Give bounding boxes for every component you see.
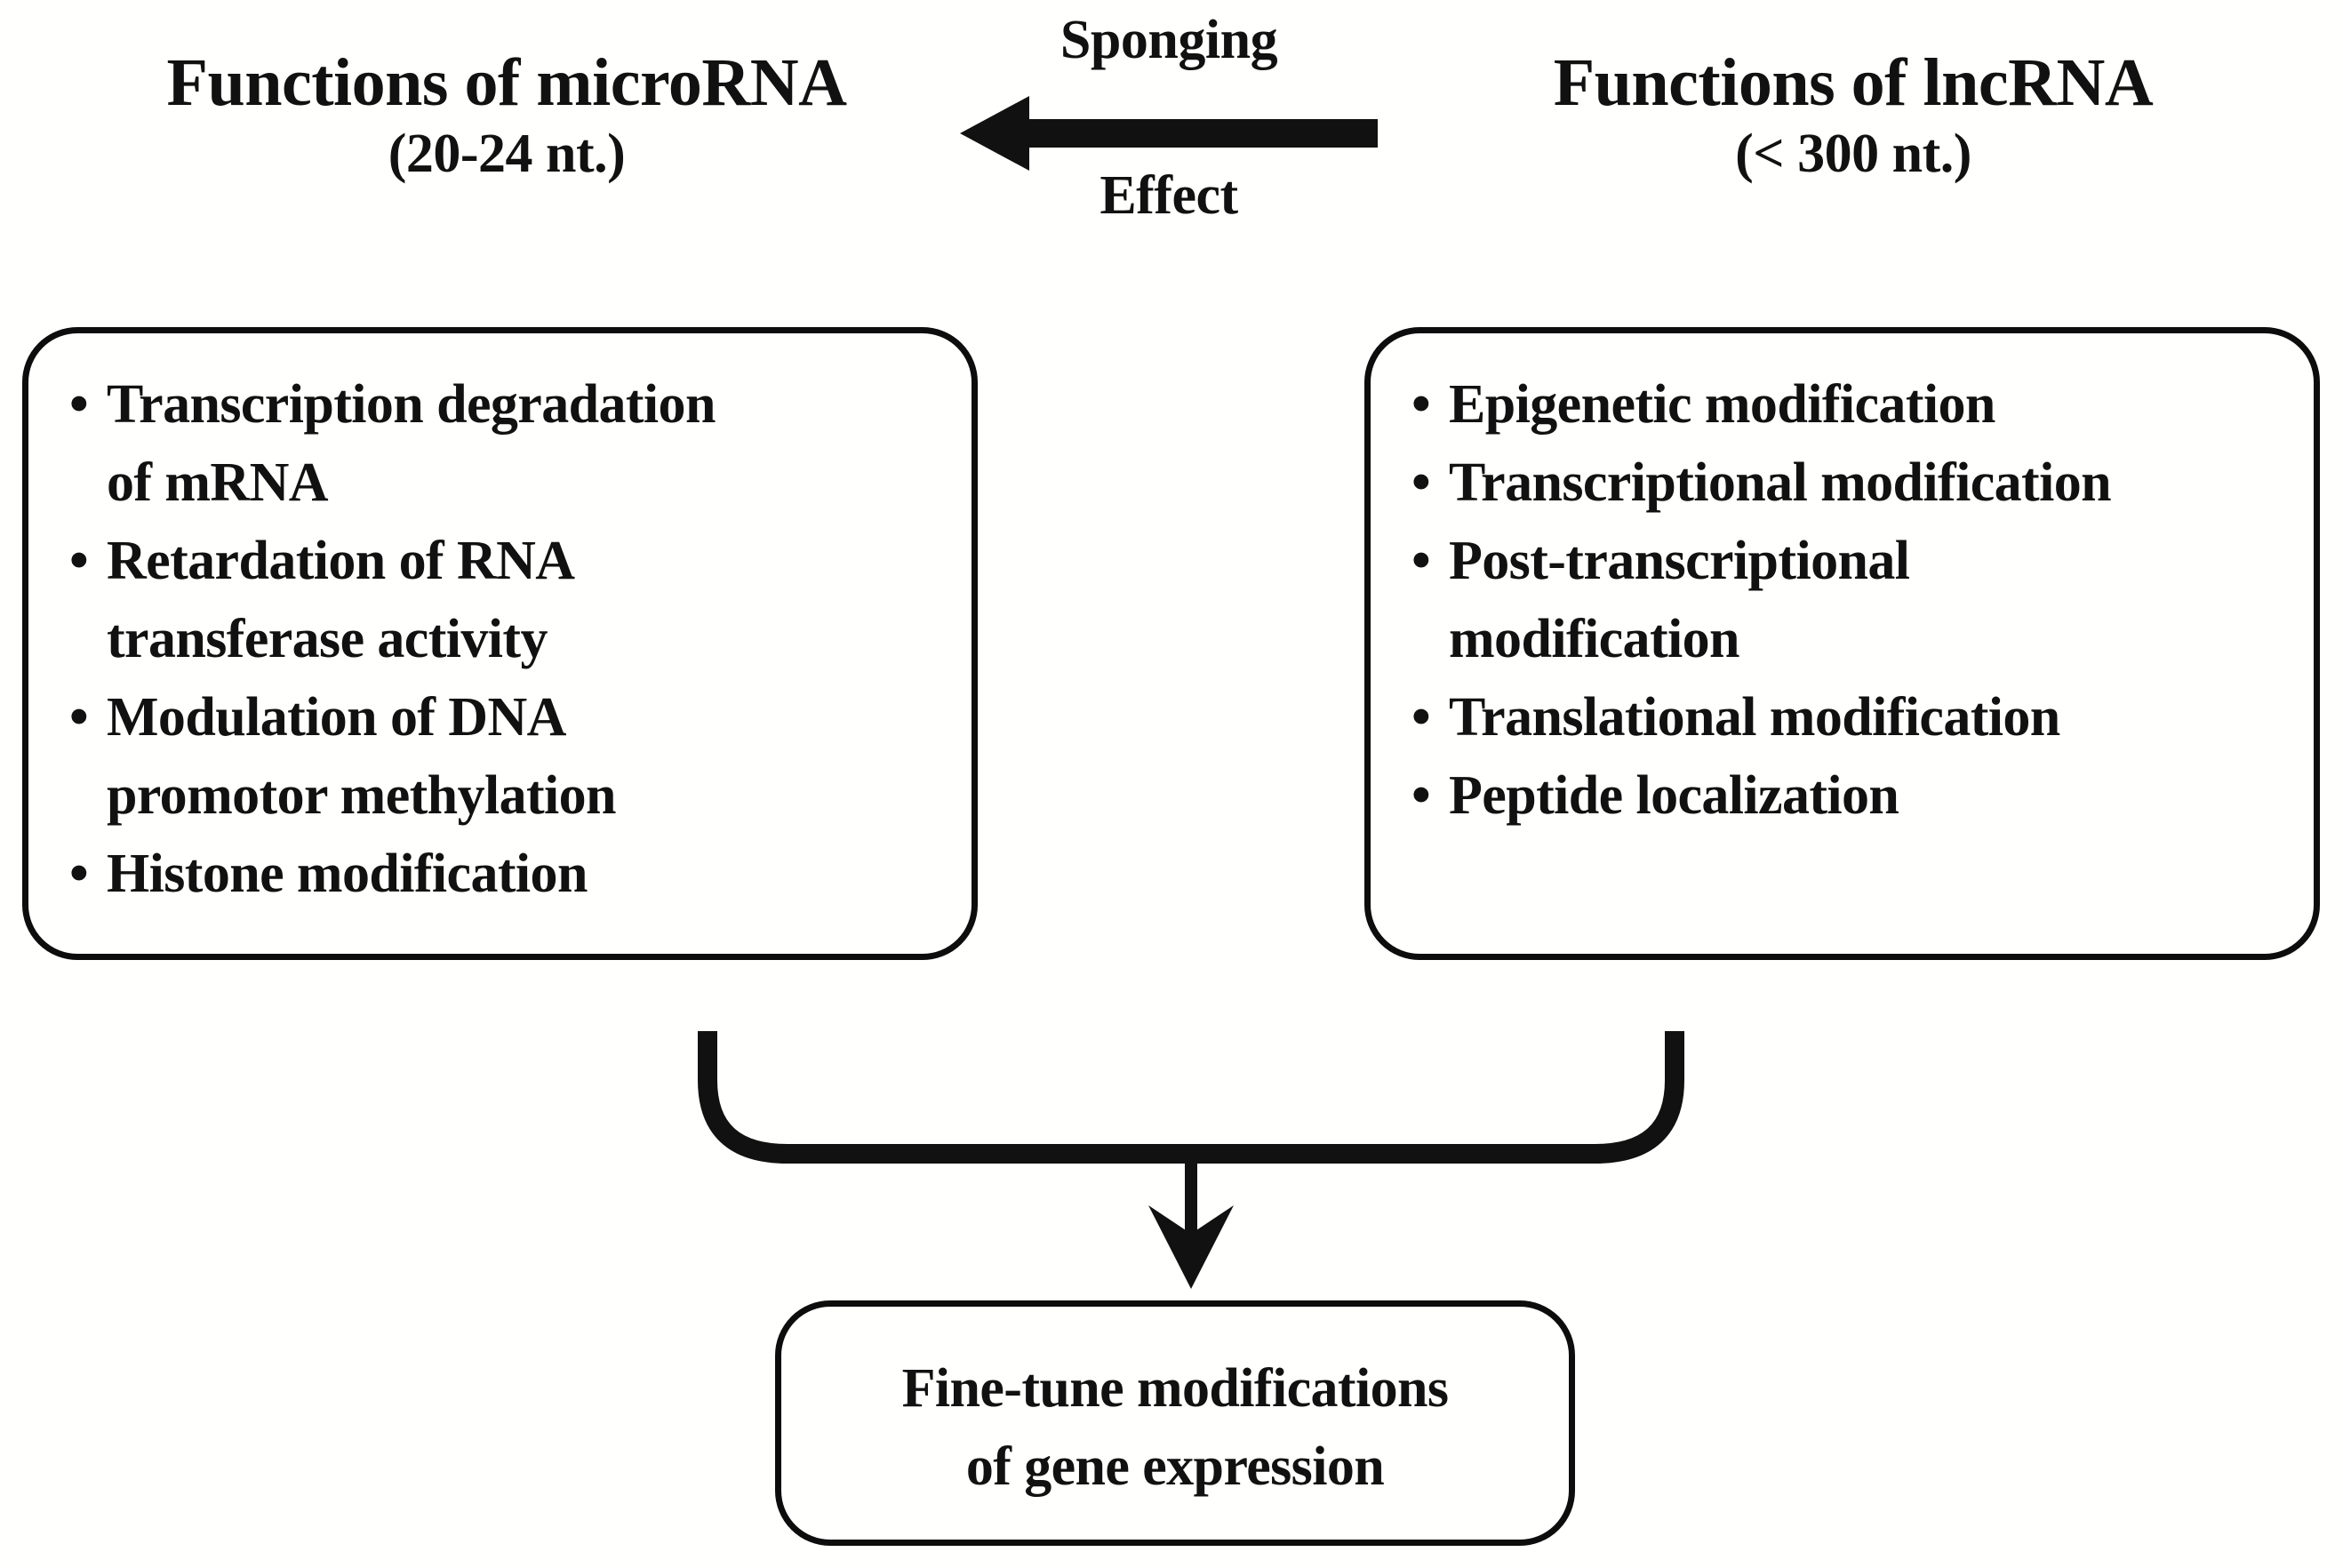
list-item-line: Histone modification bbox=[107, 844, 588, 904]
list-item-line: Epigenetic modification bbox=[1449, 374, 1995, 435]
list-item-line: of mRNA bbox=[107, 452, 329, 513]
list-item-line: Peptide localization bbox=[1449, 765, 1899, 826]
microrna-heading: Functions of microRNA (20-24 nt.) bbox=[36, 46, 978, 184]
microrna-functions-box: • Transcription degradation of mRNA • Re… bbox=[22, 327, 978, 960]
microrna-bullet-list: • Transcription degradation of mRNA • Re… bbox=[66, 365, 956, 913]
list-item-line: Transcriptional modification bbox=[1449, 452, 2112, 513]
list-item-line: Retardation of RNA bbox=[107, 531, 575, 591]
merge-down-arrow-icon bbox=[698, 1031, 1684, 1289]
bullet-icon: • bbox=[69, 531, 89, 591]
list-item-line: transferase activity bbox=[107, 609, 548, 669]
outcome-box: Fine-tune modifications of gene expressi… bbox=[775, 1300, 1575, 1546]
bullet-icon: • bbox=[1411, 452, 1431, 513]
list-item-continuation: transferase activity bbox=[66, 600, 956, 678]
list-item-line: Translational modification bbox=[1449, 687, 2060, 748]
list-item: • Peptide localization bbox=[1408, 756, 2298, 835]
list-item: • Translational modification bbox=[1408, 678, 2298, 756]
lncrna-functions-box: • Epigenetic modification • Transcriptio… bbox=[1364, 327, 2320, 960]
list-item: • Post-transcriptional bbox=[1408, 522, 2298, 600]
list-item: • Modulation of DNA bbox=[66, 678, 956, 756]
left-arrow-icon bbox=[960, 96, 1378, 171]
outcome-line: Fine-tune modifications bbox=[901, 1358, 1449, 1419]
list-item-continuation: of mRNA bbox=[66, 444, 956, 522]
list-item: • Retardation of RNA bbox=[66, 522, 956, 600]
bullet-icon: • bbox=[69, 844, 89, 904]
bullet-icon: • bbox=[1411, 687, 1431, 748]
list-item-line: Modulation of DNA bbox=[107, 687, 566, 748]
outcome-text: Fine-tune modifications of gene expressi… bbox=[781, 1349, 1569, 1506]
list-item: • Transcriptional modification bbox=[1408, 444, 2298, 522]
lncrna-title: Functions of lncRNA bbox=[1553, 45, 2154, 120]
outcome-line: of gene expression bbox=[965, 1436, 1385, 1497]
sponging-label: Sponging bbox=[1060, 10, 1278, 70]
effect-label: Effect bbox=[1100, 165, 1238, 226]
microrna-title: Functions of microRNA bbox=[166, 45, 847, 120]
list-item: • Transcription degradation bbox=[66, 365, 956, 444]
bullet-icon: • bbox=[1411, 765, 1431, 826]
list-item: • Epigenetic modification bbox=[1408, 365, 2298, 444]
lncrna-heading: Functions of lncRNA (< 300 nt.) bbox=[1387, 46, 2320, 184]
list-item-line: Transcription degradation bbox=[107, 374, 716, 435]
list-item-continuation: promotor methylation bbox=[66, 756, 956, 835]
lncrna-bullet-list: • Epigenetic modification • Transcriptio… bbox=[1408, 365, 2298, 835]
list-item-line: promotor methylation bbox=[107, 765, 617, 826]
microrna-subtitle: (20-24 nt.) bbox=[388, 124, 626, 185]
list-item-continuation: modification bbox=[1408, 600, 2298, 678]
bullet-icon: • bbox=[1411, 374, 1431, 435]
bullet-icon: • bbox=[69, 374, 89, 435]
bullet-icon: • bbox=[1411, 531, 1431, 591]
list-item: • Histone modification bbox=[66, 835, 956, 913]
sponging-effect-arrow-group: Sponging Effect bbox=[960, 9, 1378, 240]
lncrna-subtitle: (< 300 nt.) bbox=[1735, 124, 1971, 185]
list-item-line: modification bbox=[1449, 609, 1740, 669]
bullet-icon: • bbox=[69, 687, 89, 748]
list-item-line: Post-transcriptional bbox=[1449, 531, 1910, 591]
